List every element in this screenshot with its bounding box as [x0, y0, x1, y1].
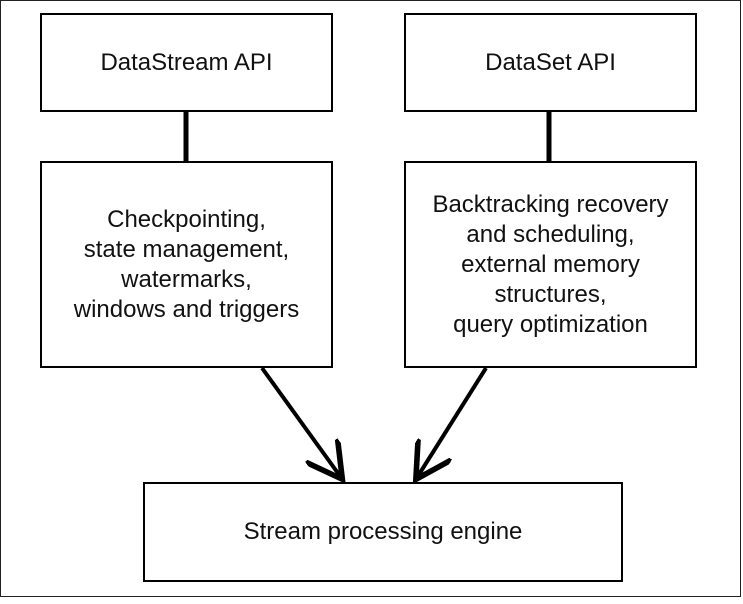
stream-features-label: Checkpointing, state management, waterma…	[74, 205, 299, 325]
label-line: and scheduling,	[466, 220, 635, 248]
label-line: Checkpointing,	[107, 205, 266, 233]
batch-features-box: Backtracking recovery and scheduling, ex…	[404, 161, 697, 368]
label-line: Stream processing engine	[243, 518, 523, 545]
dataset-api-box: DataSet API	[404, 13, 697, 112]
datastream-api-label: DataStream API	[100, 48, 272, 78]
label-line: watermarks,	[121, 265, 252, 293]
label-line: DataSet API	[485, 48, 616, 76]
arrow-stream-features-to-engine	[260, 366, 340, 476]
label-line: Backtracking recovery	[432, 190, 669, 218]
label-line: structures,	[494, 280, 607, 308]
label-line: DataStream API	[100, 48, 273, 76]
stream-processing-engine-box: Stream processing engine	[143, 482, 623, 582]
batch-features-label: Backtracking recovery and scheduling, ex…	[432, 190, 668, 340]
stream-processing-engine-label: Stream processing engine	[244, 517, 523, 547]
label-line: windows and triggers	[73, 295, 300, 323]
datastream-api-box: DataStream API	[40, 13, 333, 112]
label-line: external memory	[461, 250, 640, 278]
arrow-batch-features-to-engine	[418, 366, 488, 476]
label-line: state management,	[83, 235, 290, 263]
label-line: query optimization	[453, 310, 648, 338]
stream-features-box: Checkpointing, state management, waterma…	[40, 161, 333, 368]
dataset-api-label: DataSet API	[485, 48, 616, 78]
